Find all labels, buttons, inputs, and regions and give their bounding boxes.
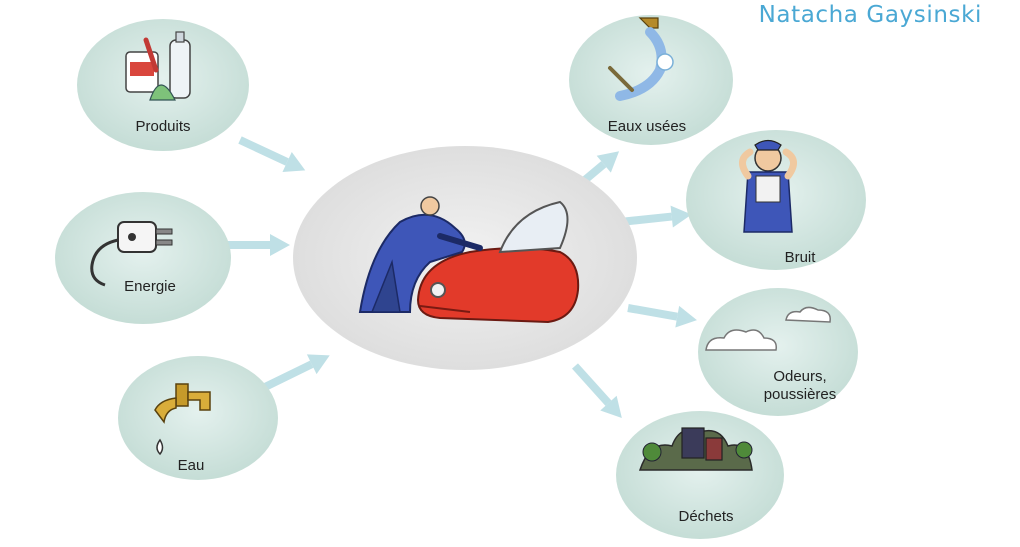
bubble-eaux-usees: Eaux usées xyxy=(569,15,733,145)
label-bruit: Bruit xyxy=(785,249,817,266)
arrow-bruit xyxy=(619,205,692,228)
arrow-produits xyxy=(238,136,306,172)
cloud-icon xyxy=(705,306,831,351)
bubble-eau: Eau xyxy=(118,356,278,480)
waste-pile-icon xyxy=(638,427,753,471)
arrow-dechets xyxy=(572,363,622,419)
label-produits: Produits xyxy=(135,118,190,135)
bubble-bruit: Bruit xyxy=(686,130,866,270)
label-eaux-usees: Eaux usées xyxy=(608,118,686,135)
bubble-produits: Produits xyxy=(77,19,249,151)
wastewater-pipe-icon xyxy=(608,17,674,101)
arrow-energie xyxy=(220,234,290,256)
bubble-odeurs: Odeurs, poussières xyxy=(698,288,858,416)
author-name: Natacha Gaysinski xyxy=(758,2,982,28)
bubble-dechets: Déchets xyxy=(616,411,784,539)
label-odeurs-line1: Odeurs, xyxy=(773,368,826,385)
label-eau: Eau xyxy=(178,457,205,474)
label-odeurs-line2: poussières xyxy=(764,386,837,403)
electric-plug-icon xyxy=(90,221,173,287)
arrow-eau xyxy=(263,354,330,391)
mechanic-repairing-car-icon xyxy=(358,196,580,324)
label-energie: Energie xyxy=(124,278,176,295)
paint-bottles-icon xyxy=(125,31,191,101)
water-tap-icon xyxy=(154,383,211,456)
label-dechets: Déchets xyxy=(678,508,733,525)
worker-covering-ears-icon xyxy=(739,139,797,233)
center-bubble xyxy=(293,146,637,370)
bubble-energie: Energie xyxy=(55,192,231,324)
arrow-odeurs xyxy=(627,304,697,328)
